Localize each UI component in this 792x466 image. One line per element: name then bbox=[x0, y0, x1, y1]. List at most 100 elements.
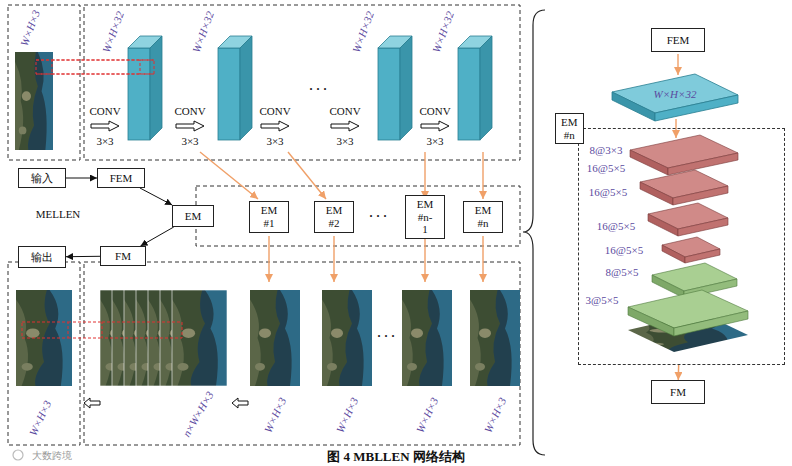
process-box: EM #n bbox=[463, 201, 503, 233]
process-box: 输入 bbox=[18, 168, 66, 188]
annotation: CONV bbox=[89, 105, 120, 117]
process-box: FEM bbox=[651, 28, 705, 52]
annotation: 3@5×5 bbox=[586, 294, 619, 306]
box-label: FM bbox=[115, 250, 131, 263]
input-image bbox=[15, 52, 53, 150]
box-label: 输出 bbox=[31, 251, 53, 264]
watermark-icon bbox=[13, 450, 23, 460]
fusion-field bbox=[102, 322, 182, 338]
feature-region bbox=[84, 5, 520, 160]
feature-arrow bbox=[424, 152, 425, 199]
annotation: 8@3×3 bbox=[590, 144, 623, 156]
annotation: 16@5×5 bbox=[597, 220, 635, 232]
box-label: FM bbox=[670, 386, 686, 399]
deconv-layer bbox=[628, 307, 674, 336]
annotation: W×H×3 bbox=[27, 398, 54, 437]
input-region bbox=[8, 5, 80, 160]
annotation: 3×3 bbox=[266, 135, 283, 147]
box-label: EM #1 bbox=[261, 204, 278, 229]
process-box: EM #n-1 bbox=[405, 195, 445, 239]
annotation: · · · bbox=[309, 83, 327, 96]
connector bbox=[678, 365, 680, 380]
annotation: 8@5×5 bbox=[606, 266, 639, 278]
box-label: EM bbox=[185, 210, 202, 223]
box-label: EM #n bbox=[475, 204, 492, 229]
annotation: · · · bbox=[377, 330, 395, 343]
conv-arrow bbox=[176, 121, 204, 131]
process-box: 输出 bbox=[18, 246, 66, 268]
projection-line bbox=[52, 74, 154, 75]
feature-arrow bbox=[288, 152, 326, 199]
flow-arrow bbox=[84, 398, 100, 408]
annotation: W×H×3 bbox=[414, 395, 441, 434]
process-box: EM #2 bbox=[314, 201, 354, 233]
em-output-arrow bbox=[333, 236, 334, 282]
feature-map bbox=[378, 36, 412, 140]
em-region bbox=[196, 186, 520, 246]
em-output-image bbox=[250, 290, 300, 386]
annotation: 3×3 bbox=[426, 135, 443, 147]
conv-arrow bbox=[91, 121, 119, 131]
projection-line bbox=[68, 338, 102, 339]
connector bbox=[66, 178, 97, 179]
annotation: 大数跨境 bbox=[32, 450, 72, 461]
fusion-region bbox=[84, 262, 520, 445]
annotation: W×H×3 bbox=[334, 395, 361, 434]
feature-arrow bbox=[200, 152, 258, 199]
process-box: FM bbox=[651, 380, 705, 404]
annotation: W×H×32 bbox=[100, 10, 126, 54]
annotation: 3×3 bbox=[181, 135, 198, 147]
annotation: · · · bbox=[369, 210, 387, 223]
annotation: CONV bbox=[329, 105, 360, 117]
connector bbox=[141, 227, 174, 246]
feature-map bbox=[218, 36, 252, 140]
box-label: FEM bbox=[667, 34, 690, 47]
connector bbox=[140, 188, 172, 205]
output-region bbox=[8, 262, 80, 445]
box-label: EM #n bbox=[555, 113, 584, 144]
flow-arrow bbox=[232, 398, 248, 408]
process-box: EM bbox=[172, 205, 214, 227]
em-output-arrow bbox=[482, 236, 483, 282]
connectors bbox=[66, 178, 679, 380]
box-label: EM #n-1 bbox=[417, 198, 434, 236]
feature-map bbox=[128, 36, 162, 140]
annotation: W×H×32 bbox=[190, 10, 216, 54]
figure-caption: 图 4 MBLLEN 网络结构 bbox=[327, 448, 465, 466]
feature-arrow bbox=[677, 54, 678, 75]
annotation: 16@5×5 bbox=[605, 244, 643, 256]
em-output-image bbox=[470, 290, 520, 386]
annotation: W×H×32 bbox=[350, 10, 376, 54]
process-box: FEM bbox=[97, 168, 145, 188]
conv-layer bbox=[668, 153, 738, 175]
projection-line bbox=[52, 60, 154, 61]
conv-layer bbox=[678, 218, 728, 236]
conv-layer bbox=[685, 249, 720, 263]
conv-layer bbox=[630, 150, 668, 175]
annotation: n×W×H×3 bbox=[180, 389, 216, 439]
feature-slab bbox=[612, 92, 655, 121]
annotation: 16@5×5 bbox=[587, 162, 625, 174]
output-image bbox=[16, 290, 72, 386]
receptive-field bbox=[140, 60, 154, 74]
box-label: 输入 bbox=[31, 172, 53, 185]
em-output-image bbox=[322, 290, 372, 386]
conv-arrow bbox=[331, 121, 359, 131]
annotation: MELLEN bbox=[36, 208, 81, 220]
connector bbox=[66, 256, 100, 257]
annotation: CONV bbox=[259, 105, 290, 117]
annotation: W×H×3 bbox=[18, 8, 42, 47]
process-box: FM bbox=[100, 246, 146, 266]
annotation: CONV bbox=[174, 105, 205, 117]
conv-layer bbox=[673, 186, 728, 205]
annotation: 3×3 bbox=[336, 135, 353, 147]
conv-arrow bbox=[421, 121, 449, 131]
process-box: EM #1 bbox=[249, 201, 289, 233]
conv-layer bbox=[648, 214, 678, 236]
annotation: CONV bbox=[419, 105, 450, 117]
box-label: EM #2 bbox=[326, 204, 343, 229]
annotation: 16@5×5 bbox=[589, 186, 627, 198]
annotation: W×H×3 bbox=[482, 395, 509, 434]
deconv-layer bbox=[652, 275, 684, 298]
deconv-layer bbox=[674, 311, 748, 336]
